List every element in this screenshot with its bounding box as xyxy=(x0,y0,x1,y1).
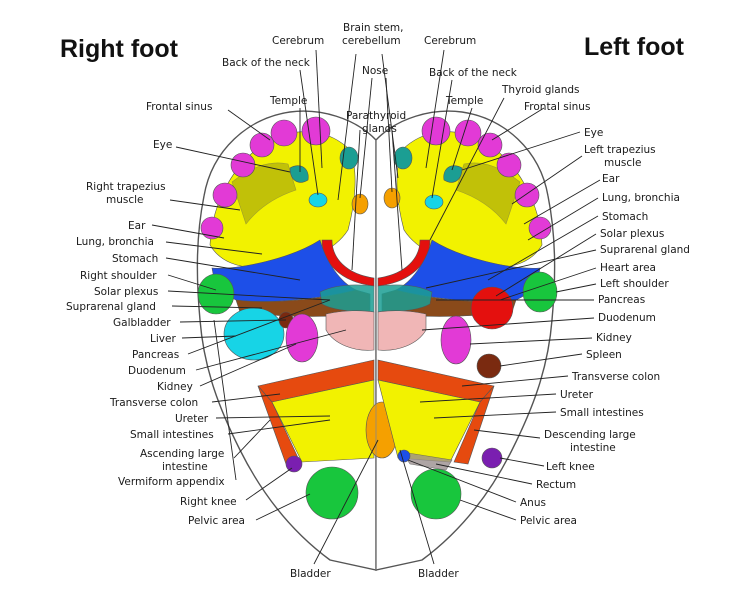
label-kidney-r: Kidney xyxy=(157,381,193,393)
label-small-l: Small intestines xyxy=(560,407,644,419)
label-desc-1: Descending large xyxy=(544,429,636,441)
label-lung-r: Lung, bronchia xyxy=(76,236,154,248)
left-small-intestine xyxy=(377,379,481,463)
label-heart: Heart area xyxy=(600,262,656,274)
label-frontal-l: Frontal sinus xyxy=(524,101,590,113)
left-sinus-toe-6 xyxy=(528,216,552,240)
left-pelvic-zone xyxy=(410,468,462,520)
label-vermiform: Vermiform appendix xyxy=(118,476,225,488)
label-r-trap-1: Right trapezius xyxy=(86,181,166,193)
left-sinus-toe-2 xyxy=(454,119,482,147)
label-asc-1: Ascending large xyxy=(140,448,224,460)
label-nose: Nose xyxy=(362,65,388,77)
label-l-trap-2: muscle xyxy=(604,157,642,169)
label-thyroid: Thyroid glands xyxy=(501,84,580,96)
label-r-trap-2: muscle xyxy=(106,194,144,206)
right-duodenum-zone xyxy=(325,310,375,351)
right-eye-zone xyxy=(289,165,309,183)
left-sinus-toe-1 xyxy=(421,116,451,146)
right-sinus-toe-5 xyxy=(212,182,238,208)
right-sinus-toe-2 xyxy=(270,119,298,147)
label-liver: Liver xyxy=(150,333,176,345)
label-parathyroid-2: glands xyxy=(362,123,397,135)
left-sinus-toe-4 xyxy=(496,152,522,178)
label-rectum: Rectum xyxy=(536,479,576,491)
left-descending-colon xyxy=(453,385,495,465)
label-bladder-l: Bladder xyxy=(418,568,459,580)
left-sinus-toe-3 xyxy=(477,132,503,158)
label-parathyroid-1: Parathyroid xyxy=(346,110,406,122)
label-small-r: Small intestines xyxy=(130,429,214,441)
label-l-trap-1: Left trapezius xyxy=(584,144,656,156)
label-ureter-l: Ureter xyxy=(560,389,594,401)
right-sinus-toe-1 xyxy=(301,116,331,146)
label-stomach-l: Stomach xyxy=(602,211,648,223)
label-solar-l: Solar plexus xyxy=(600,228,664,240)
label-desc-2: intestine xyxy=(570,442,616,454)
label-spleen: Spleen xyxy=(586,349,622,361)
label-supra-r: Suprarenal gland xyxy=(66,301,156,313)
label-duod-r: Duodenum xyxy=(128,365,186,377)
label-temple-l: Temple xyxy=(445,95,483,107)
label-right-knee: Right knee xyxy=(180,496,237,508)
label-anus: Anus xyxy=(520,497,546,509)
left-spleen-zone xyxy=(476,353,502,379)
right-liver-zone xyxy=(223,307,285,361)
label-frontal-r: Frontal sinus xyxy=(146,101,212,113)
right-sinus-toe-4 xyxy=(230,152,256,178)
label-lung-l: Lung, bronchia xyxy=(602,192,680,204)
label-brain-stem-1: Brain stem, xyxy=(343,22,403,34)
leader-lines xyxy=(151,49,601,565)
label-ureter-r: Ureter xyxy=(175,413,209,425)
label-temple-r: Temple xyxy=(269,95,307,107)
label-neck-l: Back of the neck xyxy=(429,67,518,79)
left-foot-title: Left foot xyxy=(584,33,685,61)
label-supra-l: Suprarenal gland xyxy=(600,244,690,256)
label-pelvic-l: Pelvic area xyxy=(520,515,577,527)
label-eye-l: Eye xyxy=(584,127,603,139)
label-neck-r: Back of the neck xyxy=(222,57,311,69)
right-sinus-toe-6 xyxy=(200,216,224,240)
right-cerebrum-dot xyxy=(339,146,359,170)
label-l-shoulder: Left shoulder xyxy=(600,278,669,290)
label-ear-l: Ear xyxy=(602,173,620,185)
right-knee-zone xyxy=(285,455,303,473)
label-cerebrum-l: Cerebrum xyxy=(424,35,476,47)
left-neck-zone xyxy=(424,194,444,210)
label-solar-r: Solar plexus xyxy=(94,286,158,298)
label-pancreas-l: Pancreas xyxy=(598,294,645,306)
label-brain-stem-2: cerebellum xyxy=(342,35,401,47)
label-asc-2: intestine xyxy=(162,461,208,473)
right-sinus-toe-3 xyxy=(249,132,275,158)
left-knee-zone xyxy=(481,447,503,469)
label-bladder-r: Bladder xyxy=(290,568,331,580)
right-neck-zone xyxy=(308,192,328,208)
label-trans-l: Transverse colon xyxy=(571,371,660,383)
label-gall: Galbladder xyxy=(113,317,171,329)
label-trans-r: Transverse colon xyxy=(109,397,198,409)
left-shoulder-zone xyxy=(522,271,558,313)
right-kidney-zone xyxy=(285,313,319,363)
label-ear-r: Ear xyxy=(128,220,146,232)
label-cerebrum-r: Cerebrum xyxy=(272,35,324,47)
label-pancreas-r: Pancreas xyxy=(132,349,179,361)
right-foot-title: Right foot xyxy=(60,35,179,63)
label-stomach-r: Stomach xyxy=(112,253,158,265)
left-kidney-zone xyxy=(440,315,472,365)
left-heart-zone xyxy=(470,286,514,330)
label-eye-r: Eye xyxy=(153,139,172,151)
label-r-shoulder: Right shoulder xyxy=(80,270,157,282)
left-sinus-toe-5 xyxy=(514,182,540,208)
left-duodenum-zone xyxy=(377,310,427,351)
label-pelvic-r: Pelvic area xyxy=(188,515,245,527)
label-left-knee: Left knee xyxy=(546,461,595,473)
label-kidney-l: Kidney xyxy=(596,332,632,344)
label-duod-l: Duodenum xyxy=(598,312,656,324)
right-pelvic-zone xyxy=(305,466,359,520)
